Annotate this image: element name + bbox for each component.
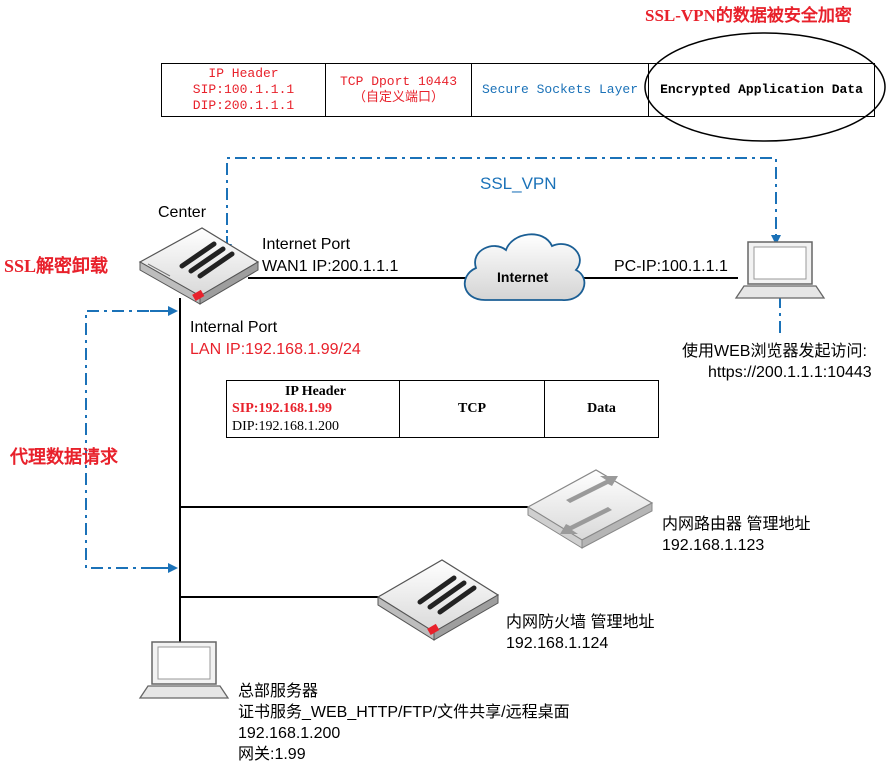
internal-port-label: Internal Port bbox=[190, 319, 278, 336]
center-firewall-icon bbox=[138, 227, 260, 305]
ssl-vpn-tunnel-line bbox=[226, 157, 781, 250]
top-sip: SIP:100.1.1.1 bbox=[192, 81, 295, 97]
ssl-vpn-label: SSL_VPN bbox=[480, 174, 557, 193]
lan-dip: DIP:192.168.1.200 bbox=[232, 418, 339, 434]
ssl-offload-label: SSL解密卸载 bbox=[4, 256, 109, 276]
internet-port-label: Internet Port bbox=[262, 236, 351, 253]
server-label-line2: 证书服务_WEB_HTTP/FTP/文件共享/远程桌面 bbox=[238, 704, 570, 721]
proxy-request-label: 代理数据请求 bbox=[10, 447, 118, 467]
lan-ip-header-title: IP Header bbox=[284, 383, 347, 399]
wan-ip-label: WAN1 IP:200.1.1.1 bbox=[262, 258, 399, 275]
firewall-label-line1: 内网防火墙 管理地址 bbox=[506, 614, 655, 631]
lan-packet-data: Data bbox=[544, 380, 659, 438]
center-label: Center bbox=[158, 204, 207, 221]
lan-data-label: Data bbox=[587, 401, 616, 417]
top-packet-tcp: TCP Dport 10443 （自定义端口） bbox=[325, 63, 472, 117]
server-label-line3: 192.168.1.200 bbox=[238, 725, 341, 742]
remote-laptop-icon bbox=[734, 241, 826, 299]
lan-packet-tcp: TCP bbox=[399, 380, 545, 438]
internet-label: Internet bbox=[497, 269, 549, 285]
top-dip: DIP:200.1.1.1 bbox=[192, 98, 295, 114]
hq-server-laptop-icon bbox=[138, 641, 230, 699]
lan-ip-label: LAN IP:192.168.1.99/24 bbox=[190, 341, 361, 358]
encrypted-data-ellipse bbox=[644, 32, 886, 142]
top-tcp-line2: （自定义端口） bbox=[352, 90, 444, 105]
pc-ip-label: PC-IP:100.1.1.1 bbox=[614, 258, 728, 275]
lan-router-icon bbox=[526, 469, 654, 549]
top-packet-ssl: Secure Sockets Layer bbox=[471, 63, 649, 117]
server-label-line4: 网关:1.99 bbox=[238, 746, 306, 763]
server-label-line1: 总部服务器 bbox=[238, 683, 319, 700]
lan-packet-ip-header: IP Header SIP:192.168.1.99 DIP:192.168.1… bbox=[226, 380, 400, 438]
firewall-label-line2: 192.168.1.124 bbox=[506, 635, 609, 652]
top-app-data-label: Encrypted Application Data bbox=[660, 81, 863, 97]
lan-firewall-icon bbox=[376, 559, 500, 641]
top-packet-app-data: Encrypted Application Data bbox=[648, 63, 875, 117]
internet-cloud-icon bbox=[463, 233, 586, 301]
top-tcp-line1: TCP Dport 10443 bbox=[339, 73, 458, 89]
router-label-line1: 内网路由器 管理地址 bbox=[662, 516, 811, 533]
top-packet-ip-header: IP Header SIP:100.1.1.1 DIP:200.1.1.1 bbox=[161, 63, 326, 117]
proxy-request-line bbox=[85, 310, 174, 569]
top-ip-header-title: IP Header bbox=[208, 65, 279, 81]
router-label-line2: 192.168.1.123 bbox=[662, 537, 765, 554]
pc-note-line2: https://200.1.1.1:10443 bbox=[708, 364, 872, 381]
top-ssl-label: Secure Sockets Layer bbox=[481, 81, 639, 97]
lan-sip: SIP:192.168.1.99 bbox=[232, 401, 332, 417]
lan-tcp-label: TCP bbox=[458, 401, 486, 417]
pc-note-line1: 使用WEB浏览器发起访问: bbox=[682, 343, 867, 360]
top-note-encrypted: SSL-VPN的数据被安全加密 bbox=[645, 6, 852, 25]
